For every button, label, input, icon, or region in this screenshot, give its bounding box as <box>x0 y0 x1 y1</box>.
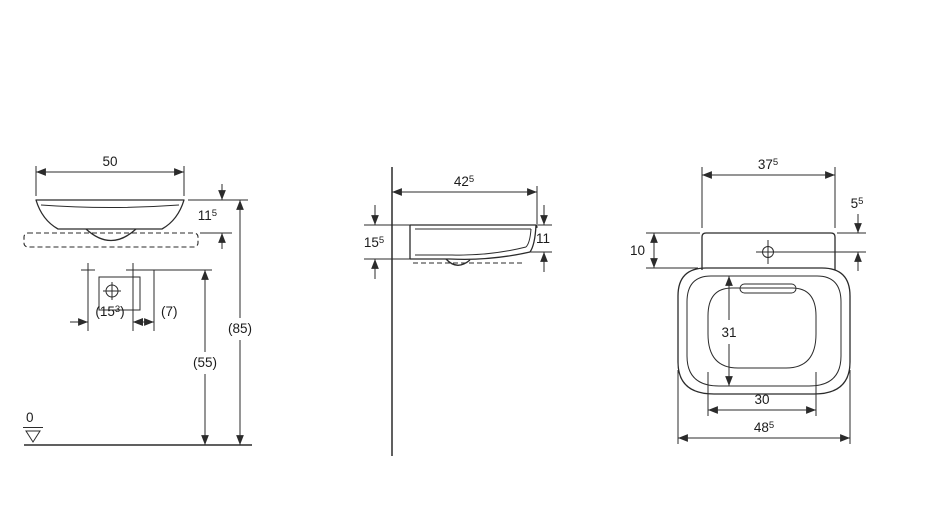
dim-label-bowl-width: 30 <box>754 392 769 407</box>
dim-label-front-edge-height: 11 <box>536 231 550 246</box>
countertop-dashed <box>23 232 199 248</box>
side-view: 425 155 11 <box>364 167 552 456</box>
tap-hole-cross <box>126 263 140 277</box>
tap-deck-outline <box>701 232 836 270</box>
tap-hole-cross <box>81 263 95 277</box>
dim-label-tap-offset: (7) <box>161 304 178 319</box>
dim-label-width: 50 <box>102 154 117 169</box>
dim-label-bowl-depth: 31 <box>721 325 736 340</box>
top-view: 375 55 10 31 30 4 <box>630 157 866 444</box>
bowl-outer-outline <box>677 267 851 395</box>
dim-label-deck-width: 375 <box>758 157 778 172</box>
bowl-floor-outline <box>707 287 817 369</box>
dim-label-deck-depth: 10 <box>630 243 645 258</box>
dim-label-tap-height: (55) <box>193 355 217 370</box>
front-view: 50 115 (153) <box>23 154 252 446</box>
datum-label: 0 <box>26 410 34 425</box>
basin-front-edge <box>529 224 537 253</box>
dim-label-basin-height: 155 <box>364 235 384 250</box>
dim-label-rim-height: 115 <box>198 208 217 223</box>
dim-label-tap-setback: 55 <box>851 196 864 211</box>
basin-bottom <box>410 251 531 260</box>
tap-area-rect <box>98 276 141 311</box>
basin-outline <box>35 199 185 230</box>
dim-label-total-width: 485 <box>754 420 774 435</box>
overflow-slot <box>739 283 797 294</box>
basin-bottom-inner <box>415 246 527 256</box>
drain-bump <box>445 258 471 266</box>
basin-profile <box>409 224 537 266</box>
dim-label-tap-spacing: (153) <box>95 304 124 319</box>
datum-triangle-icon <box>25 430 41 443</box>
bowl-inner-rim <box>686 275 842 387</box>
basin-front-inner <box>525 228 532 248</box>
dim-label-rim-floor-height: (85) <box>228 321 252 336</box>
basin-underside <box>85 228 137 242</box>
basin-inner-rim <box>40 204 180 208</box>
dim-label-depth: 425 <box>454 174 474 189</box>
